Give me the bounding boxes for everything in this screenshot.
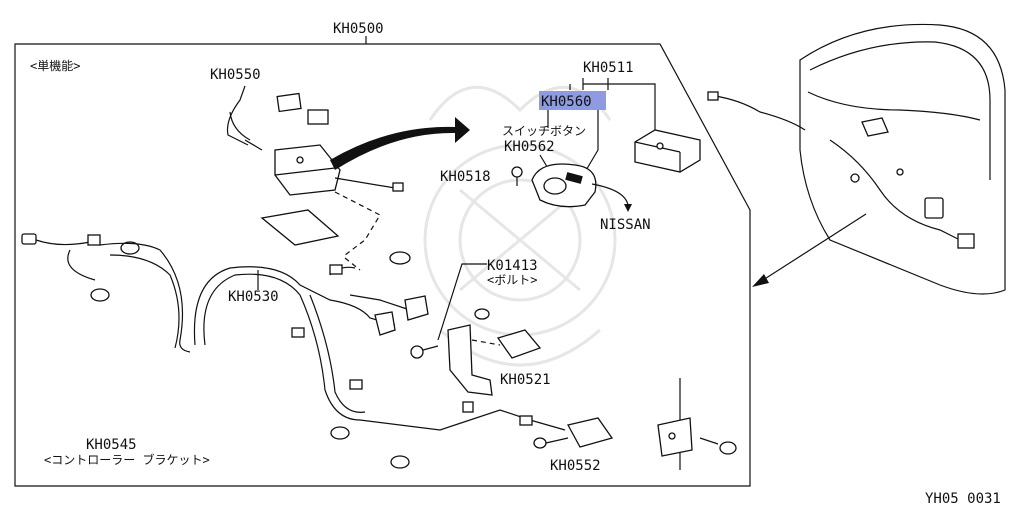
- callout-arrow-line: [759, 213, 867, 283]
- kh0560-highlight: [539, 91, 606, 110]
- key-fob: [531, 163, 597, 208]
- kh0521-label: KH0521: [500, 372, 551, 388]
- kh0511-label: KH0511: [583, 60, 634, 76]
- kh0560-label: KH0560: [541, 94, 592, 110]
- bolt-label: <ボルト>: [487, 273, 537, 287]
- kh0518-label: KH0518: [440, 169, 491, 185]
- figure-code: YH05 0031: [925, 491, 1001, 507]
- function-note: <単機能>: [30, 58, 80, 73]
- direction-arrow: [330, 117, 470, 170]
- kh0521-bracket: [447, 308, 542, 396]
- kh0552-sensor: [533, 417, 614, 449]
- kh0545-pad: [260, 209, 340, 246]
- vehicle-rear-door: [707, 23, 1006, 295]
- kh0550-label: KH0550: [210, 67, 261, 83]
- nissan-leader: [591, 183, 629, 206]
- kh0511-leader: [582, 78, 656, 130]
- kh0552-label: KH0552: [550, 458, 601, 474]
- diagram-frame: [14, 43, 751, 487]
- door-latch-detail: [657, 378, 737, 470]
- fob-leader: [547, 120, 599, 173]
- k01413-bolt: [410, 345, 439, 359]
- title-part-label: KH0500: [333, 21, 384, 37]
- k01413-label: K01413: [487, 258, 538, 274]
- kh0550-receiver: [226, 85, 404, 256]
- nissan-label: NISSAN: [600, 217, 651, 233]
- kh0562-label: KH0562: [504, 139, 555, 155]
- controller-bracket-label: <コントローラー ブラケット>: [44, 452, 210, 467]
- harness-clips: [330, 426, 410, 469]
- k01413-leader: [437, 263, 487, 341]
- kh0511-box: [634, 129, 701, 173]
- kh0530-harness: [193, 251, 566, 431]
- kh0545-label: KH0545: [86, 437, 137, 453]
- nissan-arrowhead: [624, 204, 632, 212]
- switch-button-label: スイッチボタン: [502, 124, 586, 138]
- left-sensor-harness: [21, 233, 191, 353]
- kh0518-screw: [511, 166, 523, 186]
- kh0560-leader: [547, 110, 599, 120]
- kh0530-label: KH0530: [228, 289, 279, 305]
- callout-arrowhead: [752, 274, 769, 287]
